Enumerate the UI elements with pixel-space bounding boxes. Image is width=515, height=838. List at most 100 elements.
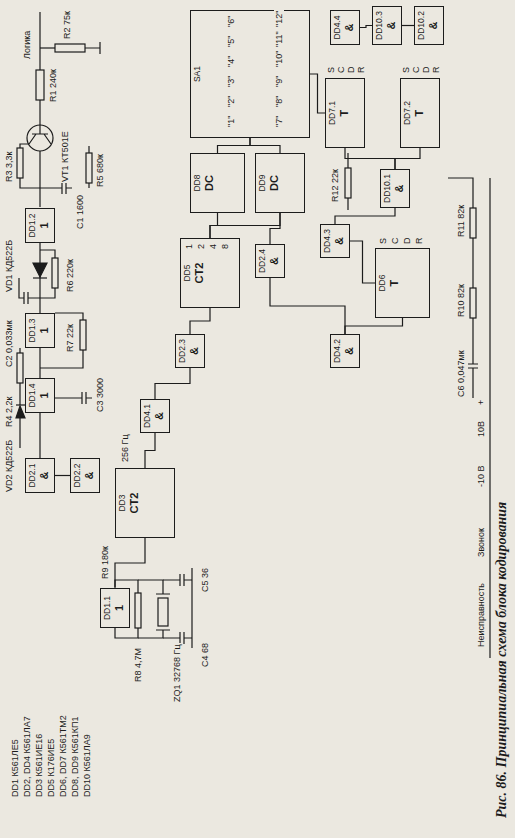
component-label: R9 180к — [100, 545, 110, 580]
chip-function-symbol: 1 — [38, 327, 51, 333]
chip-function-symbol: 1 — [38, 222, 51, 228]
signal-wire — [250, 138, 280, 153]
chip-designator: DD10.3 — [375, 11, 385, 40]
chip-designator: DD2.1 — [28, 463, 38, 487]
signal-wire — [39, 348, 40, 378]
chip-function-symbol: & — [393, 185, 406, 193]
chip-function-symbol: & — [333, 237, 346, 245]
chip-designator: DD3 — [118, 495, 128, 512]
logic-gate: DD4.3& — [320, 224, 350, 258]
component-label: VD2 КД522Б — [4, 439, 14, 493]
component-label: R4 2,2к — [4, 396, 14, 428]
chip-function-symbol: CT2 — [128, 493, 141, 514]
logic-gate: DD1.11 — [100, 588, 130, 628]
chip-function-symbol: & — [268, 257, 281, 265]
pin-label: C — [390, 237, 400, 246]
logic-gate: DD2.1& — [25, 458, 55, 493]
component-label: -10 В — [476, 464, 486, 488]
logic-gate: DD10.2& — [414, 6, 444, 45]
component-label: VD1 КД522Б — [4, 239, 14, 293]
logic-gate: DD1.31 — [25, 313, 55, 348]
chip-designator: DD8 — [193, 175, 203, 192]
pin-label: D — [421, 66, 431, 75]
chip-function-symbol: T — [338, 110, 351, 117]
input-stage-wiring — [19, 278, 40, 304]
input-stage-wiring — [52, 258, 58, 288]
signal-wire — [39, 243, 40, 313]
output-wiring — [345, 153, 490, 658]
oscillator-wiring — [191, 568, 192, 648]
switch-position-number: "10" — [274, 50, 284, 68]
signal-wire — [145, 433, 155, 468]
oscillator-wiring — [138, 580, 163, 638]
component-label: C4 68 — [200, 642, 210, 668]
input-stage-wiring — [86, 153, 92, 183]
signal-wire — [335, 208, 395, 224]
signal-wire — [55, 475, 70, 476]
chip-designator: DD10.2 — [417, 11, 427, 40]
chip-function-symbol: & — [188, 347, 201, 355]
pin-label: 8 — [220, 243, 230, 250]
chip-function-symbol: T — [413, 110, 426, 117]
component-label: R12 22к — [330, 168, 340, 203]
output-wiring — [345, 168, 351, 198]
input-stage-wiring — [19, 392, 20, 448]
component-label: R3 3,3к — [4, 151, 14, 183]
signal-wire — [39, 413, 40, 458]
component-label: + — [476, 399, 486, 406]
output-wiring — [468, 364, 478, 368]
switch-position-number: "4" — [226, 55, 236, 68]
logic-gate: DD2.4& — [255, 244, 285, 278]
output-wiring — [489, 178, 490, 658]
signal-wire — [402, 25, 414, 26]
chip-function-symbol: & — [83, 472, 96, 480]
switch-position-number: "5" — [226, 35, 236, 48]
signal-wire — [115, 538, 145, 588]
input-stage-wiring — [40, 182, 72, 194]
pin-label: 2 — [196, 243, 206, 250]
input-stage-wiring — [39, 12, 40, 70]
chip-designator: DD2.4 — [258, 249, 268, 273]
component-label: R7 22к — [65, 323, 75, 353]
logic-gate: DD4.2& — [330, 334, 360, 368]
component-label: Неисправность — [476, 582, 486, 648]
input-stage-wiring — [39, 100, 40, 125]
chip-designator: DD2.3 — [178, 339, 188, 363]
chip-designator: DD4.2 — [333, 339, 343, 363]
input-stage-wiring — [55, 392, 92, 404]
signal-wire — [345, 318, 403, 334]
input-stage-wiring — [55, 44, 85, 52]
logic-gate: DD2.2& — [70, 458, 100, 493]
logic-gate: DD10.1& — [380, 169, 410, 208]
signal-wire — [270, 278, 345, 334]
input-stage-wiring — [19, 348, 20, 392]
counter-chip: DD3CT2 — [115, 468, 175, 538]
chip-function-symbol: DC — [268, 175, 281, 191]
part-list-line: DD1 К561ЛЕ5 — [10, 738, 20, 798]
pin-label: R — [356, 66, 366, 75]
chip-function-symbol: & — [343, 24, 356, 32]
output-wiring — [347, 153, 348, 210]
pin-label: S — [326, 66, 336, 74]
component-label: R6 220к — [65, 258, 75, 293]
component-label: 10В — [476, 420, 486, 438]
signal-wire — [218, 138, 251, 153]
input-stage-wiring — [88, 146, 89, 188]
component-label: C3 3000 — [95, 377, 105, 413]
component-label: 256 Гц — [120, 433, 130, 463]
switch-position-number: "8" — [274, 95, 284, 108]
chip-designator: DD4.3 — [323, 229, 333, 253]
signal-wire — [360, 26, 372, 28]
component-label: Звонок — [476, 527, 486, 558]
chip-function-symbol: CT2 — [193, 263, 206, 284]
pin-label: R — [414, 237, 424, 246]
pin-label: 1 — [184, 243, 194, 250]
chip-designator: DD4.1 — [143, 404, 153, 428]
figure-caption: Рис. 86. Принципиальная схема блока коди… — [494, 502, 510, 818]
logic-gate: DD2.3& — [175, 334, 205, 368]
logic-gate: DD1.41 — [25, 378, 55, 413]
multiplexer-chip: DD8DC — [190, 153, 245, 213]
part-list-line: DD6, DD7 К561ТМ2 — [58, 714, 68, 798]
switch-position-number: "7" — [274, 115, 284, 128]
oscillator-wiring — [115, 628, 138, 638]
